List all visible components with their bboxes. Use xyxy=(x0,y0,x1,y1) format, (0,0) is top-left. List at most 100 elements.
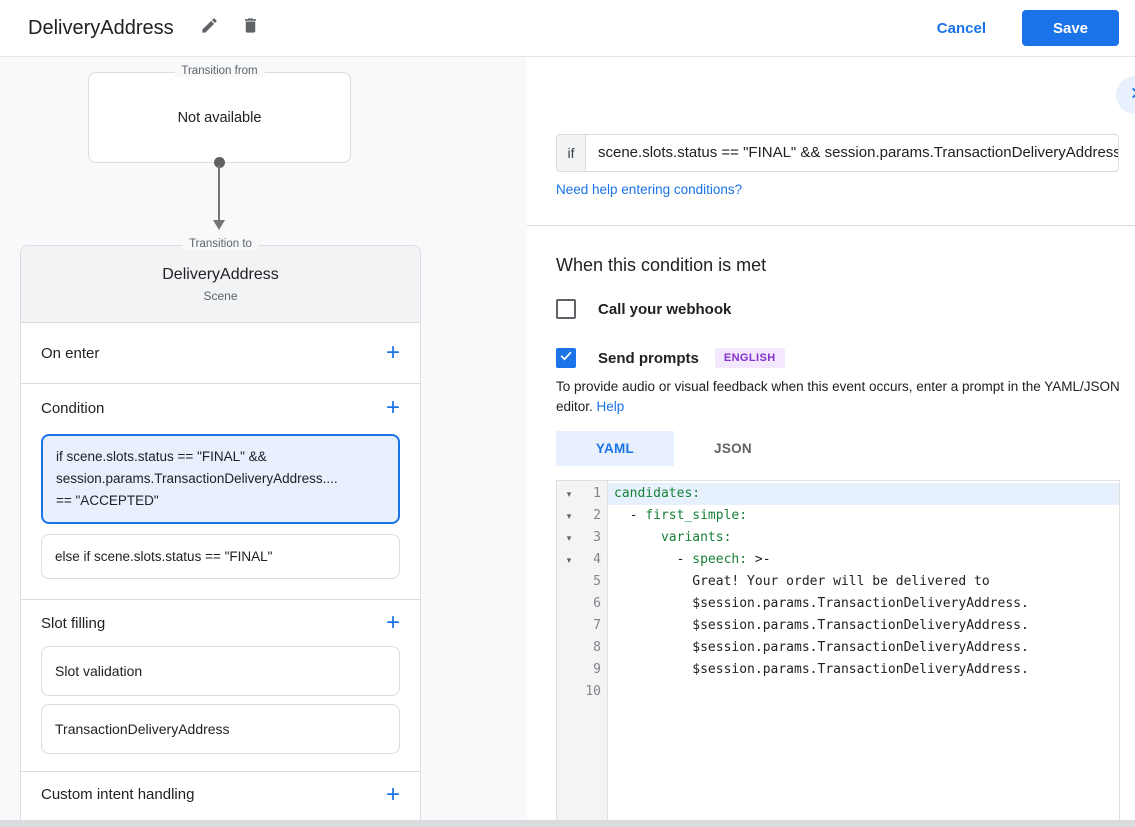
scene-card-header: DeliveryAddress Scene xyxy=(21,246,420,323)
page-title: DeliveryAddress xyxy=(28,16,174,39)
edit-button[interactable] xyxy=(200,16,219,40)
transition-to-card: Transition to DeliveryAddress Scene On e… xyxy=(20,238,421,821)
call-webhook-row: Call your webhook xyxy=(556,299,731,319)
code-line: ▾ 2 - first_simple: xyxy=(557,505,1119,527)
line-number: 4 xyxy=(593,552,601,567)
cancel-button[interactable]: Cancel xyxy=(936,19,986,37)
code-line: 6 $session.params.TransactionDeliveryAdd… xyxy=(557,593,1119,615)
add-condition-button[interactable]: + xyxy=(385,394,400,421)
transition-from-value: Not available xyxy=(177,109,262,126)
condition-help-link[interactable]: Need help entering conditions? xyxy=(556,182,743,197)
code-line: 8 $session.params.TransactionDeliveryAdd… xyxy=(557,637,1119,659)
code-line: 5 Great! Your order will be delivered to xyxy=(557,571,1119,593)
trash-icon xyxy=(241,16,260,40)
slot-filling-label: Slot filling xyxy=(41,614,106,632)
delete-button[interactable] xyxy=(241,16,260,40)
code-line: ▾ 4 - speech: >- xyxy=(557,549,1119,571)
chevron-right-icon xyxy=(1128,86,1135,105)
collapse-panel-button[interactable] xyxy=(1116,76,1135,114)
call-webhook-checkbox[interactable] xyxy=(556,299,576,319)
divider xyxy=(21,599,420,600)
fold-arrow-icon[interactable]: ▾ xyxy=(566,555,572,565)
divider xyxy=(527,225,1135,226)
editor-gutter xyxy=(557,481,608,820)
divider xyxy=(21,771,420,772)
slot-filling-section: Slot filling + Slot validation Transacti… xyxy=(21,600,420,754)
line-number: 7 xyxy=(593,618,601,633)
arrow-down-icon xyxy=(213,220,225,230)
condition-text-line: session.params.TransactionDeliveryAddres… xyxy=(56,471,338,486)
description-text: To provide audio or visual feedback when… xyxy=(556,379,1120,394)
on-enter-label: On enter xyxy=(41,344,100,362)
scene-subtitle: Scene xyxy=(203,288,238,303)
language-badge: ENGLISH xyxy=(714,348,785,368)
connector-line xyxy=(218,165,220,221)
line-number: 10 xyxy=(585,684,601,699)
send-prompts-checkbox[interactable] xyxy=(556,348,576,368)
slot-item-transaction-delivery-address[interactable]: TransactionDeliveryAddress xyxy=(41,704,400,754)
call-webhook-label: Call your webhook xyxy=(598,300,732,318)
app-header: DeliveryAddress Cancel Save xyxy=(0,0,1135,57)
fold-arrow-icon[interactable]: ▾ xyxy=(566,511,572,521)
tab-yaml[interactable]: YAML xyxy=(556,431,674,466)
slot-item-validation[interactable]: Slot validation xyxy=(41,646,400,696)
code-line: ▾ 1 candidates: xyxy=(557,483,1119,505)
code-line: ▾ 3 variants: xyxy=(557,527,1119,549)
condition-section: Condition + if scene.slots.status == "FI… xyxy=(21,384,420,579)
horizontal-scrollbar[interactable] xyxy=(0,820,1135,827)
add-on-enter-button[interactable]: + xyxy=(385,339,400,366)
fold-arrow-icon[interactable]: ▾ xyxy=(566,489,572,499)
line-number: 5 xyxy=(593,574,601,589)
transition-from-box: Transition from Not available xyxy=(88,65,351,163)
tab-json[interactable]: JSON xyxy=(714,441,752,456)
add-slot-button[interactable]: + xyxy=(385,609,400,636)
send-prompts-row: Send prompts ENGLISH xyxy=(556,348,785,368)
condition-text-line: == "ACCEPTED" xyxy=(56,493,159,508)
condition-label: Condition xyxy=(41,399,105,417)
line-number: 9 xyxy=(593,662,601,677)
line-number: 2 xyxy=(593,508,601,523)
transition-from-legend: Transition from xyxy=(174,65,265,77)
connector-dot-icon xyxy=(214,157,225,168)
gutter-spacer xyxy=(557,593,581,615)
condition-expression-input[interactable]: scene.slots.status == "FINAL" && session… xyxy=(598,144,1118,161)
code-line: 10 xyxy=(557,681,1119,703)
line-number: 6 xyxy=(593,596,601,611)
scene-graph-panel: Transition from Not available Transition… xyxy=(0,57,527,827)
line-number: 1 xyxy=(593,486,601,501)
gutter-spacer xyxy=(557,681,581,703)
if-prefix: if xyxy=(557,135,586,171)
pencil-icon xyxy=(200,16,219,40)
condition-item-selected[interactable]: if scene.slots.status == "FINAL" && sess… xyxy=(41,434,400,524)
condition-detail-panel: Condition if scene.slots.status == "FINA… xyxy=(527,57,1135,827)
prompt-description: To provide audio or visual feedback when… xyxy=(556,377,1120,417)
editor-format-tabs: YAML JSON xyxy=(556,431,792,466)
add-custom-intent-button[interactable]: + xyxy=(385,780,400,808)
on-enter-section: On enter + xyxy=(21,323,420,383)
transition-to-legend: Transition to xyxy=(182,238,259,250)
help-link[interactable]: Help xyxy=(596,399,625,414)
gutter-spacer xyxy=(557,571,581,593)
gutter-spacer xyxy=(557,637,581,659)
code-lines: ▾ 1 candidates: ▾ 2 - first_simple: ▾ 3 … xyxy=(557,481,1119,703)
code-line: 7 $session.params.TransactionDeliveryAdd… xyxy=(557,615,1119,637)
line-number: 8 xyxy=(593,640,601,655)
custom-intent-section: Custom intent handling + xyxy=(21,772,420,817)
scene-title: DeliveryAddress xyxy=(162,265,279,283)
code-line: 9 $session.params.TransactionDeliveryAdd… xyxy=(557,659,1119,681)
gutter-spacer xyxy=(557,659,581,681)
when-condition-met-heading: When this condition is met xyxy=(556,255,767,275)
divider xyxy=(21,383,420,384)
yaml-code-editor[interactable]: ▾ 1 candidates: ▾ 2 - first_simple: ▾ 3 … xyxy=(556,480,1120,821)
send-prompts-label: Send prompts xyxy=(598,349,699,367)
condition-text-line: if scene.slots.status == "FINAL" && xyxy=(56,449,267,464)
checkmark-icon xyxy=(559,349,573,368)
line-number: 3 xyxy=(593,530,601,545)
condition-expression-field: if scene.slots.status == "FINAL" && sess… xyxy=(556,134,1119,172)
custom-intent-label: Custom intent handling xyxy=(41,786,195,803)
condition-item-else[interactable]: else if scene.slots.status == "FINAL" xyxy=(41,534,400,579)
fold-arrow-icon[interactable]: ▾ xyxy=(566,533,572,543)
save-button[interactable]: Save xyxy=(1022,10,1119,46)
gutter-spacer xyxy=(557,615,581,637)
description-text: editor. xyxy=(556,399,597,414)
